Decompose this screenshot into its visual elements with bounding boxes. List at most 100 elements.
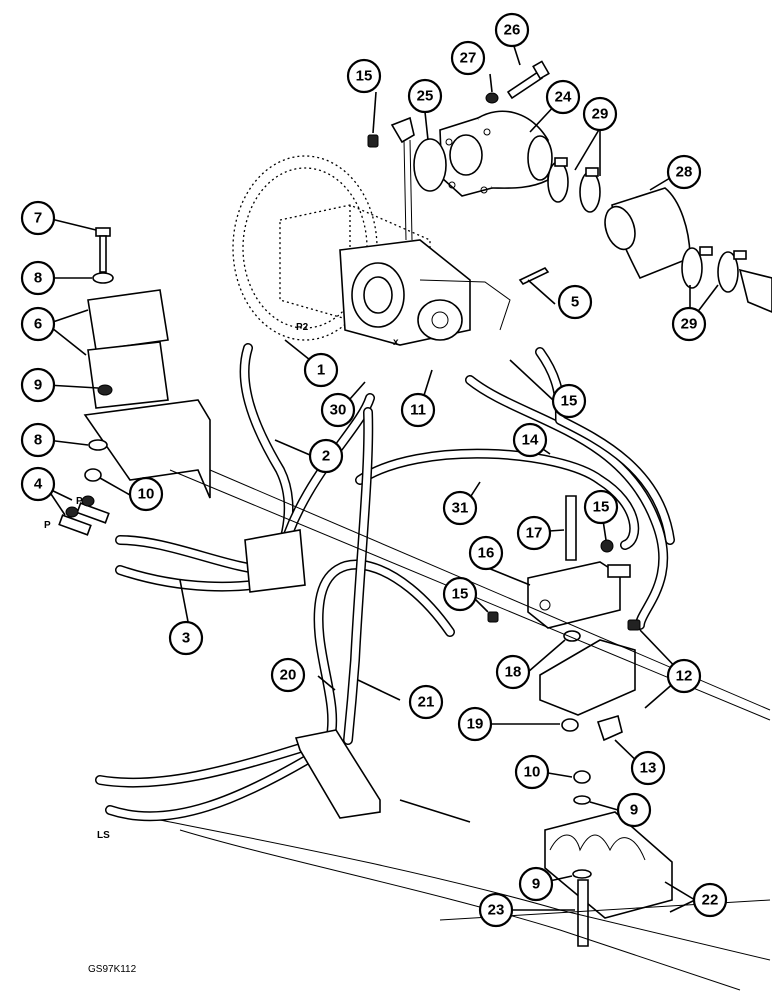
callout-3: 3: [168, 620, 204, 656]
clamps-lower: [681, 246, 747, 293]
svg-text:7: 7: [34, 210, 42, 227]
port-label-p-left: P: [44, 520, 51, 531]
svg-text:10: 10: [524, 764, 541, 781]
hose-bracket-lower: [294, 729, 381, 819]
port-label-x: x: [393, 337, 399, 348]
washer-8-top: [92, 272, 114, 284]
elbow-outlet: [439, 110, 553, 197]
svg-text:10: 10: [138, 486, 155, 503]
figure-code: GS97K112: [88, 964, 137, 975]
svg-text:13: 13: [640, 760, 657, 777]
nut-10-right: [573, 770, 591, 784]
callout-28: 28: [666, 154, 702, 190]
svg-text:4: 4: [34, 476, 43, 493]
svg-text:20: 20: [280, 667, 297, 684]
fitting-15-valve: [600, 539, 614, 553]
svg-text:19: 19: [467, 716, 484, 733]
svg-text:8: 8: [34, 432, 42, 449]
callout-17: 17: [516, 515, 552, 551]
hose-bracket-center: [244, 529, 306, 593]
callout-18: 18: [495, 654, 531, 690]
callout-1: 1: [303, 352, 339, 388]
mounting-bracket-right: [539, 639, 636, 716]
o-ring: [413, 138, 447, 192]
svg-text:29: 29: [681, 316, 698, 333]
svg-text:9: 9: [532, 876, 540, 893]
clamps-upper: [547, 157, 601, 213]
callout-8-top: 8: [20, 260, 56, 296]
callout-22: 22: [692, 882, 728, 918]
callout-25: 25: [407, 78, 443, 114]
svg-text:16: 16: [478, 545, 495, 562]
callout-31: 31: [442, 490, 478, 526]
callout-19: 19: [457, 706, 493, 742]
elbow-fitting-top: [390, 116, 415, 144]
pump-body: [339, 239, 511, 346]
callout-9-bottom: 9: [518, 866, 554, 902]
callout-4: 4: [20, 466, 56, 502]
callout-20: 20: [270, 657, 306, 693]
svg-text:6: 6: [34, 316, 42, 333]
hose-ls: [105, 747, 325, 822]
svg-text:23: 23: [488, 902, 505, 919]
hose-14: [465, 375, 669, 630]
callout-27: 27: [450, 40, 486, 76]
svg-text:30: 30: [330, 402, 347, 419]
callout-10-left: 10: [128, 476, 164, 512]
washer-8-bottom: [88, 439, 108, 451]
nut-9-left: [97, 384, 113, 396]
callout-13: 13: [630, 750, 666, 786]
svg-text:28: 28: [676, 164, 693, 181]
callout-24: 24: [545, 79, 581, 115]
callout-6: 6: [20, 306, 56, 342]
callout-15-right: 15: [551, 383, 587, 419]
port-label-p-right: P: [76, 496, 83, 507]
hose-20: [313, 559, 455, 745]
svg-text:24: 24: [555, 89, 572, 106]
svg-text:9: 9: [34, 377, 42, 394]
fittings-4: [58, 495, 110, 536]
svg-text:21: 21: [418, 694, 435, 711]
hose-31-long: [355, 448, 640, 550]
callout-8-bottom: 8: [20, 422, 56, 458]
callout-29-upper: 29: [582, 96, 618, 132]
callout-10-right: 10: [514, 754, 550, 790]
svg-text:8: 8: [34, 270, 42, 287]
svg-text:31: 31: [452, 500, 469, 517]
bolt-26: [506, 60, 550, 100]
hose-14-right: [535, 347, 675, 545]
fitting-12: [627, 619, 641, 631]
callout-11: 11: [400, 392, 436, 428]
callout-9-right: 9: [616, 792, 652, 828]
callout-2: 2: [308, 438, 344, 474]
callout-9-left: 9: [20, 367, 56, 403]
clamp-half-lower: [87, 341, 169, 409]
bolt-7: [95, 227, 111, 273]
callout-29-lower: 29: [671, 306, 707, 342]
callout-15-top: 15: [346, 58, 382, 94]
washer-27: [485, 92, 499, 104]
svg-text:15: 15: [356, 68, 373, 85]
callout-16: 16: [468, 535, 504, 571]
svg-text:12: 12: [676, 668, 693, 685]
svg-text:15: 15: [452, 586, 469, 603]
bolt-17: [565, 495, 577, 561]
valve-block: [527, 561, 631, 629]
callout-14: 14: [512, 422, 548, 458]
fitting-15-top: [367, 134, 379, 148]
connector-hose-28: [604, 187, 691, 280]
spacer-18: [563, 630, 581, 642]
svg-text:17: 17: [526, 525, 543, 542]
svg-text:11: 11: [410, 402, 426, 419]
clamp-half-upper: [87, 289, 169, 351]
callout-15-valve: 15: [583, 489, 619, 525]
washer-9-right: [573, 795, 591, 805]
port-label-ls: LS: [97, 830, 110, 841]
svg-text:14: 14: [522, 432, 539, 449]
clamp-22-waves: [549, 834, 646, 861]
svg-text:9: 9: [630, 802, 638, 819]
svg-text:3: 3: [182, 630, 190, 647]
svg-text:5: 5: [571, 294, 579, 311]
svg-text:29: 29: [592, 106, 609, 123]
svg-text:25: 25: [417, 88, 434, 105]
